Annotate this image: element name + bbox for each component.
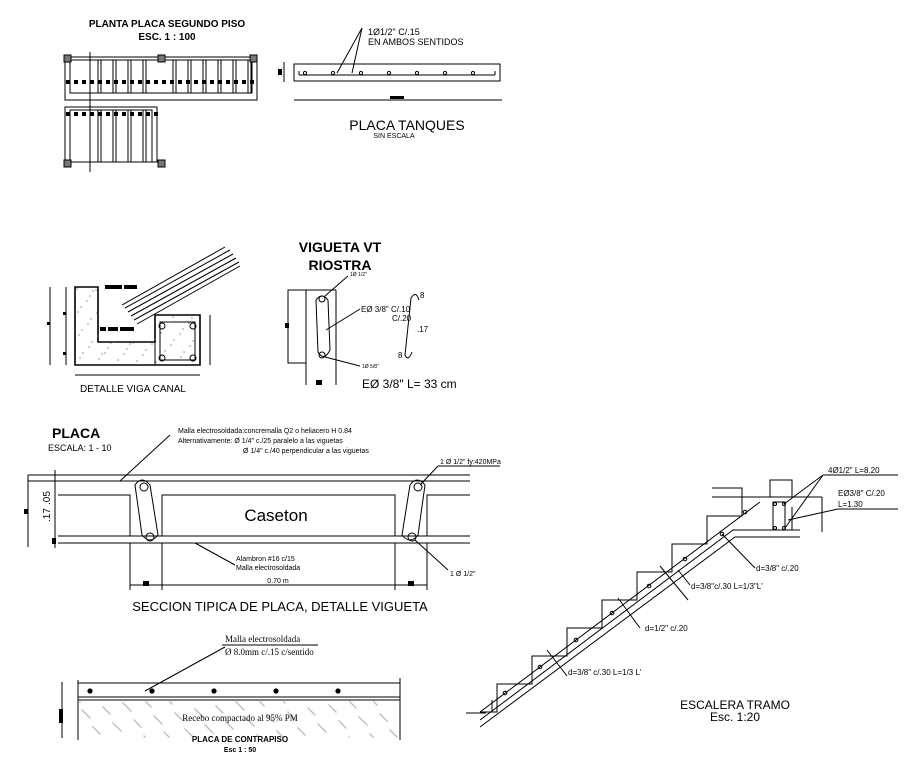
alambron-label: Alambron #16 c/15 bbox=[236, 556, 295, 563]
stirrup-length: EØ 3/8" L= 33 cm bbox=[362, 377, 457, 391]
width-dim: 0.70 m bbox=[267, 578, 289, 585]
contrapiso-mesh-2: Ø 8.0mm c/.15 c/sentido bbox=[225, 647, 314, 657]
detalle-viga-canal: DETALLE VIGA CANAL bbox=[47, 246, 241, 395]
vigueta-stirrup-2: C/.20 bbox=[392, 314, 412, 323]
placa-note-3: Ø 1/4" c./40 perpendicular a las vigueta… bbox=[243, 448, 369, 455]
placa-title: PLACA bbox=[52, 425, 100, 441]
tanques-scale: SIN ESCALA bbox=[373, 133, 415, 140]
tanques-rebar-label-2: EN AMBOS SENTIDOS bbox=[368, 37, 464, 47]
hook-top: 8 bbox=[420, 291, 425, 300]
vigueta-riostra: VIGUETA VT RIOSTRA 1Ø 1/2" EØ 3/8" C/.10… bbox=[285, 239, 457, 391]
dim-total: .17 bbox=[42, 508, 53, 522]
vigueta-stirrup: EØ 3/8" C/.10 bbox=[361, 305, 411, 314]
placa-scale: ESCALA: 1 - 10 bbox=[48, 443, 112, 453]
vigueta-top-bar: 1Ø 1/2" bbox=[350, 272, 367, 278]
contrapiso-fill-label: Recebo compactado al 95% PM bbox=[182, 713, 297, 723]
riostra-title: RIOSTRA bbox=[309, 257, 372, 273]
top-bar-label: 1 Ø 1/2" fy:420MPa bbox=[440, 459, 501, 466]
bottom-bar-label: 1 Ø 1/2" bbox=[450, 571, 476, 578]
stair-d2: d=3/8"c/.30 L=1/3"L' bbox=[691, 582, 763, 591]
stair-scale: Esc. 1:20 bbox=[710, 710, 760, 724]
planta-title: PLANTA PLACA SEGUNDO PISO bbox=[89, 19, 246, 30]
placa-tanques: 1Ø1/2" C/.15 EN AMBOS SENTIDOS PLACA TAN… bbox=[278, 27, 502, 140]
placa-seccion: PLACA ESCALA: 1 - 10 Malla electrosoldad… bbox=[24, 425, 501, 614]
dim-top: .05 bbox=[42, 491, 53, 505]
planta-scale: ESC. 1 : 100 bbox=[138, 32, 196, 43]
stair-d3: d=1/2" c/.20 bbox=[645, 624, 688, 633]
hook-bottom: 8 bbox=[398, 351, 403, 360]
stair-bars: 4Ø1/2" L=8.20 bbox=[828, 466, 880, 475]
caseton-label: Caseton bbox=[244, 506, 307, 525]
contrapiso-mesh-1: Malla electrosoldada bbox=[225, 634, 300, 644]
tanques-rebar-label: 1Ø1/2" C/.15 bbox=[368, 27, 420, 37]
contrapiso-scale: Esc 1 : 50 bbox=[224, 747, 256, 754]
planta-placa-plan: PLANTA PLACA SEGUNDO PISO ESC. 1 : 100 bbox=[63, 19, 258, 172]
placa-note-2: Alternativamente: Ø 1/4" c./25 paralelo … bbox=[178, 438, 343, 445]
viga-canal-title: DETALLE VIGA CANAL bbox=[80, 384, 186, 395]
vigueta-bottom-bar: 1Ø 5/8" bbox=[362, 364, 379, 370]
vigueta-title: VIGUETA VT bbox=[299, 239, 382, 255]
contrapiso-title: PLACA DE CONTRAPISO bbox=[192, 735, 288, 744]
section-title: SECCION TIPICA DE PLACA, DETALLE VIGUETA bbox=[132, 599, 428, 614]
stair-d1: d=3/8" c/.20 bbox=[756, 564, 799, 573]
placa-note-1: Malla electrosoldada:concremalla Q2 o he… bbox=[178, 428, 352, 435]
stair-d4: d=3/8" c/.30 L=1/3 L' bbox=[568, 668, 642, 677]
stair-stirrup: EØ3/8" C/.20 bbox=[838, 489, 885, 498]
hook-length: .17 bbox=[417, 325, 429, 334]
tanques-title: PLACA TANQUES bbox=[349, 117, 464, 133]
malla-label: Malla electrosoldada bbox=[236, 565, 300, 572]
placa-contrapiso: Malla electrosoldada Ø 8.0mm c/.15 c/sen… bbox=[59, 634, 401, 754]
stair-title: ESCALERA TRAMO bbox=[680, 698, 790, 712]
escalera-tramo: 4Ø1/2" L=8.20 EØ3/8" C/.20 L=1.30 d=3/8"… bbox=[466, 466, 898, 728]
stair-stirrup-length: L=1.30 bbox=[838, 500, 863, 509]
